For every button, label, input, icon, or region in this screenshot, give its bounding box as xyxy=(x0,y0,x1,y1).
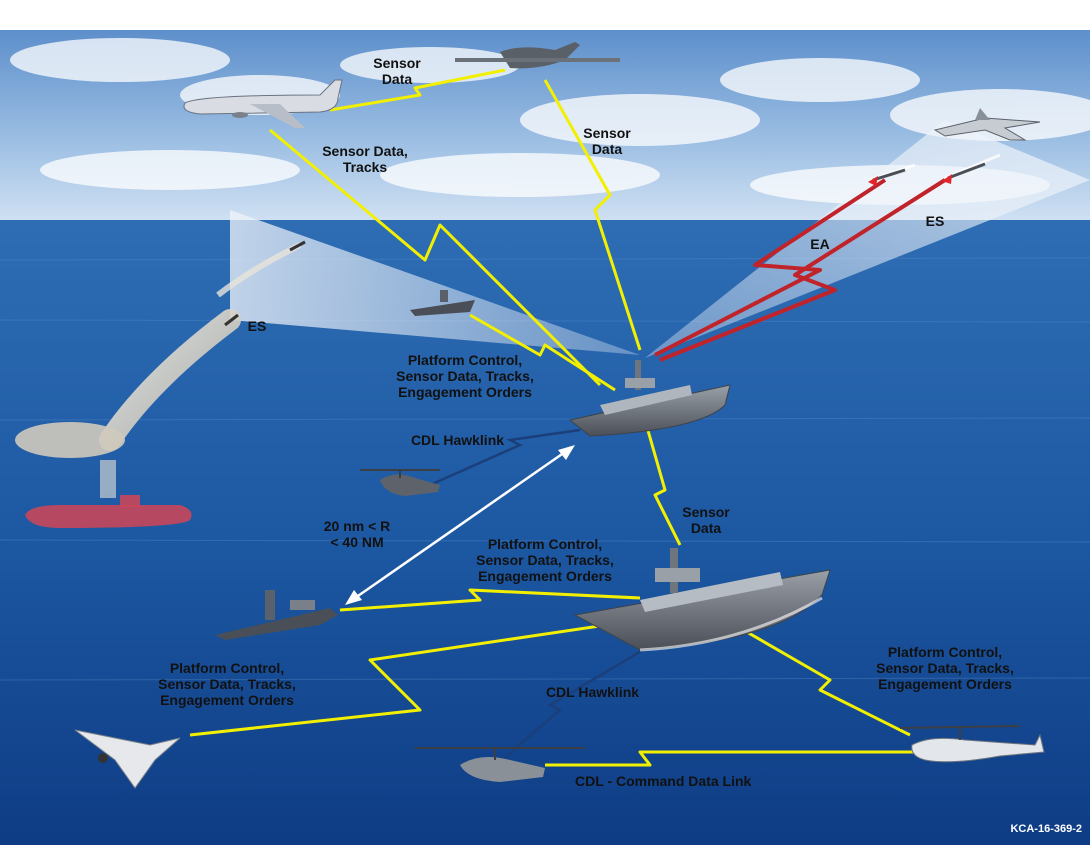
link-aircraft-destroyer xyxy=(269,128,602,387)
data-links xyxy=(189,68,915,767)
hawklink-links xyxy=(429,428,661,771)
link-aircraft-uav xyxy=(329,68,506,112)
label-sensor-data-lower: Sensor Data xyxy=(682,504,730,536)
sensor-cone-right xyxy=(645,120,1090,358)
hawklink-2 xyxy=(489,638,661,771)
uav-global-hawk-icon xyxy=(455,42,620,69)
missile-launch-icon xyxy=(15,240,306,498)
missile-icon xyxy=(868,153,1001,186)
hawklink-1 xyxy=(429,428,581,487)
link-firescout-destroyer2 xyxy=(739,626,911,737)
label-cdl-hawklink-1: CDL Hawklink xyxy=(410,432,505,448)
label-platform-control-2: Platform Control, Sensor Data, Tracks, E… xyxy=(476,536,614,584)
label-sensor-data-top: Sensor Data xyxy=(373,55,421,87)
label-ea: EA xyxy=(810,236,830,252)
link-helo2-firescout xyxy=(545,750,915,767)
label-cdl-command-data-link: CDL - Command Data Link xyxy=(575,773,752,789)
document-id: KCA-16-369-2 xyxy=(1010,823,1082,835)
ucav-drone-icon xyxy=(74,729,181,789)
label-platform-control-right: Platform Control, Sensor Data, Tracks, E… xyxy=(876,644,1014,692)
label-cdl-hawklink-2: CDL Hawklink xyxy=(545,684,640,700)
range-arrow xyxy=(345,445,575,605)
waves xyxy=(0,257,1090,681)
link-destroyers xyxy=(643,419,682,546)
link-uav-destroyer xyxy=(543,79,642,351)
ea-beam-2 xyxy=(659,178,947,362)
link-usv2-destroyer2 xyxy=(339,588,641,612)
submarine-icon xyxy=(25,495,192,528)
ea-beam-1 xyxy=(654,178,887,357)
destroyer-ship-icon xyxy=(568,360,731,437)
usv-drone-boat-icon xyxy=(410,290,475,316)
label-platform-control-1: Platform Control, Sensor Data, Tracks, E… xyxy=(396,352,534,400)
label-sensor-data-mid: Sensor Data xyxy=(583,125,631,157)
fighter-jet-icon xyxy=(933,108,1041,141)
label-es-right: ES xyxy=(925,213,945,229)
label-range: 20 nm < R < 40 NM xyxy=(323,518,391,550)
link-usv-destroyer xyxy=(469,313,616,392)
ea-beams xyxy=(654,178,947,362)
destroyer-ship-icon xyxy=(573,548,831,652)
fire-scout-drone-icon xyxy=(899,725,1045,763)
helicopter-icon xyxy=(360,469,440,496)
usv-drone-boat-icon xyxy=(215,590,338,640)
sensor-cone-left xyxy=(230,210,640,355)
helicopter-icon xyxy=(415,747,585,782)
label-platform-control-left: Platform Control, Sensor Data, Tracks, E… xyxy=(158,660,296,708)
link-ucav-destroyer2 xyxy=(189,618,641,737)
label-es-left: ES xyxy=(247,318,267,334)
label-sensor-data-tracks: Sensor Data, Tracks xyxy=(322,143,408,175)
surveillance-aircraft-icon xyxy=(183,79,343,128)
